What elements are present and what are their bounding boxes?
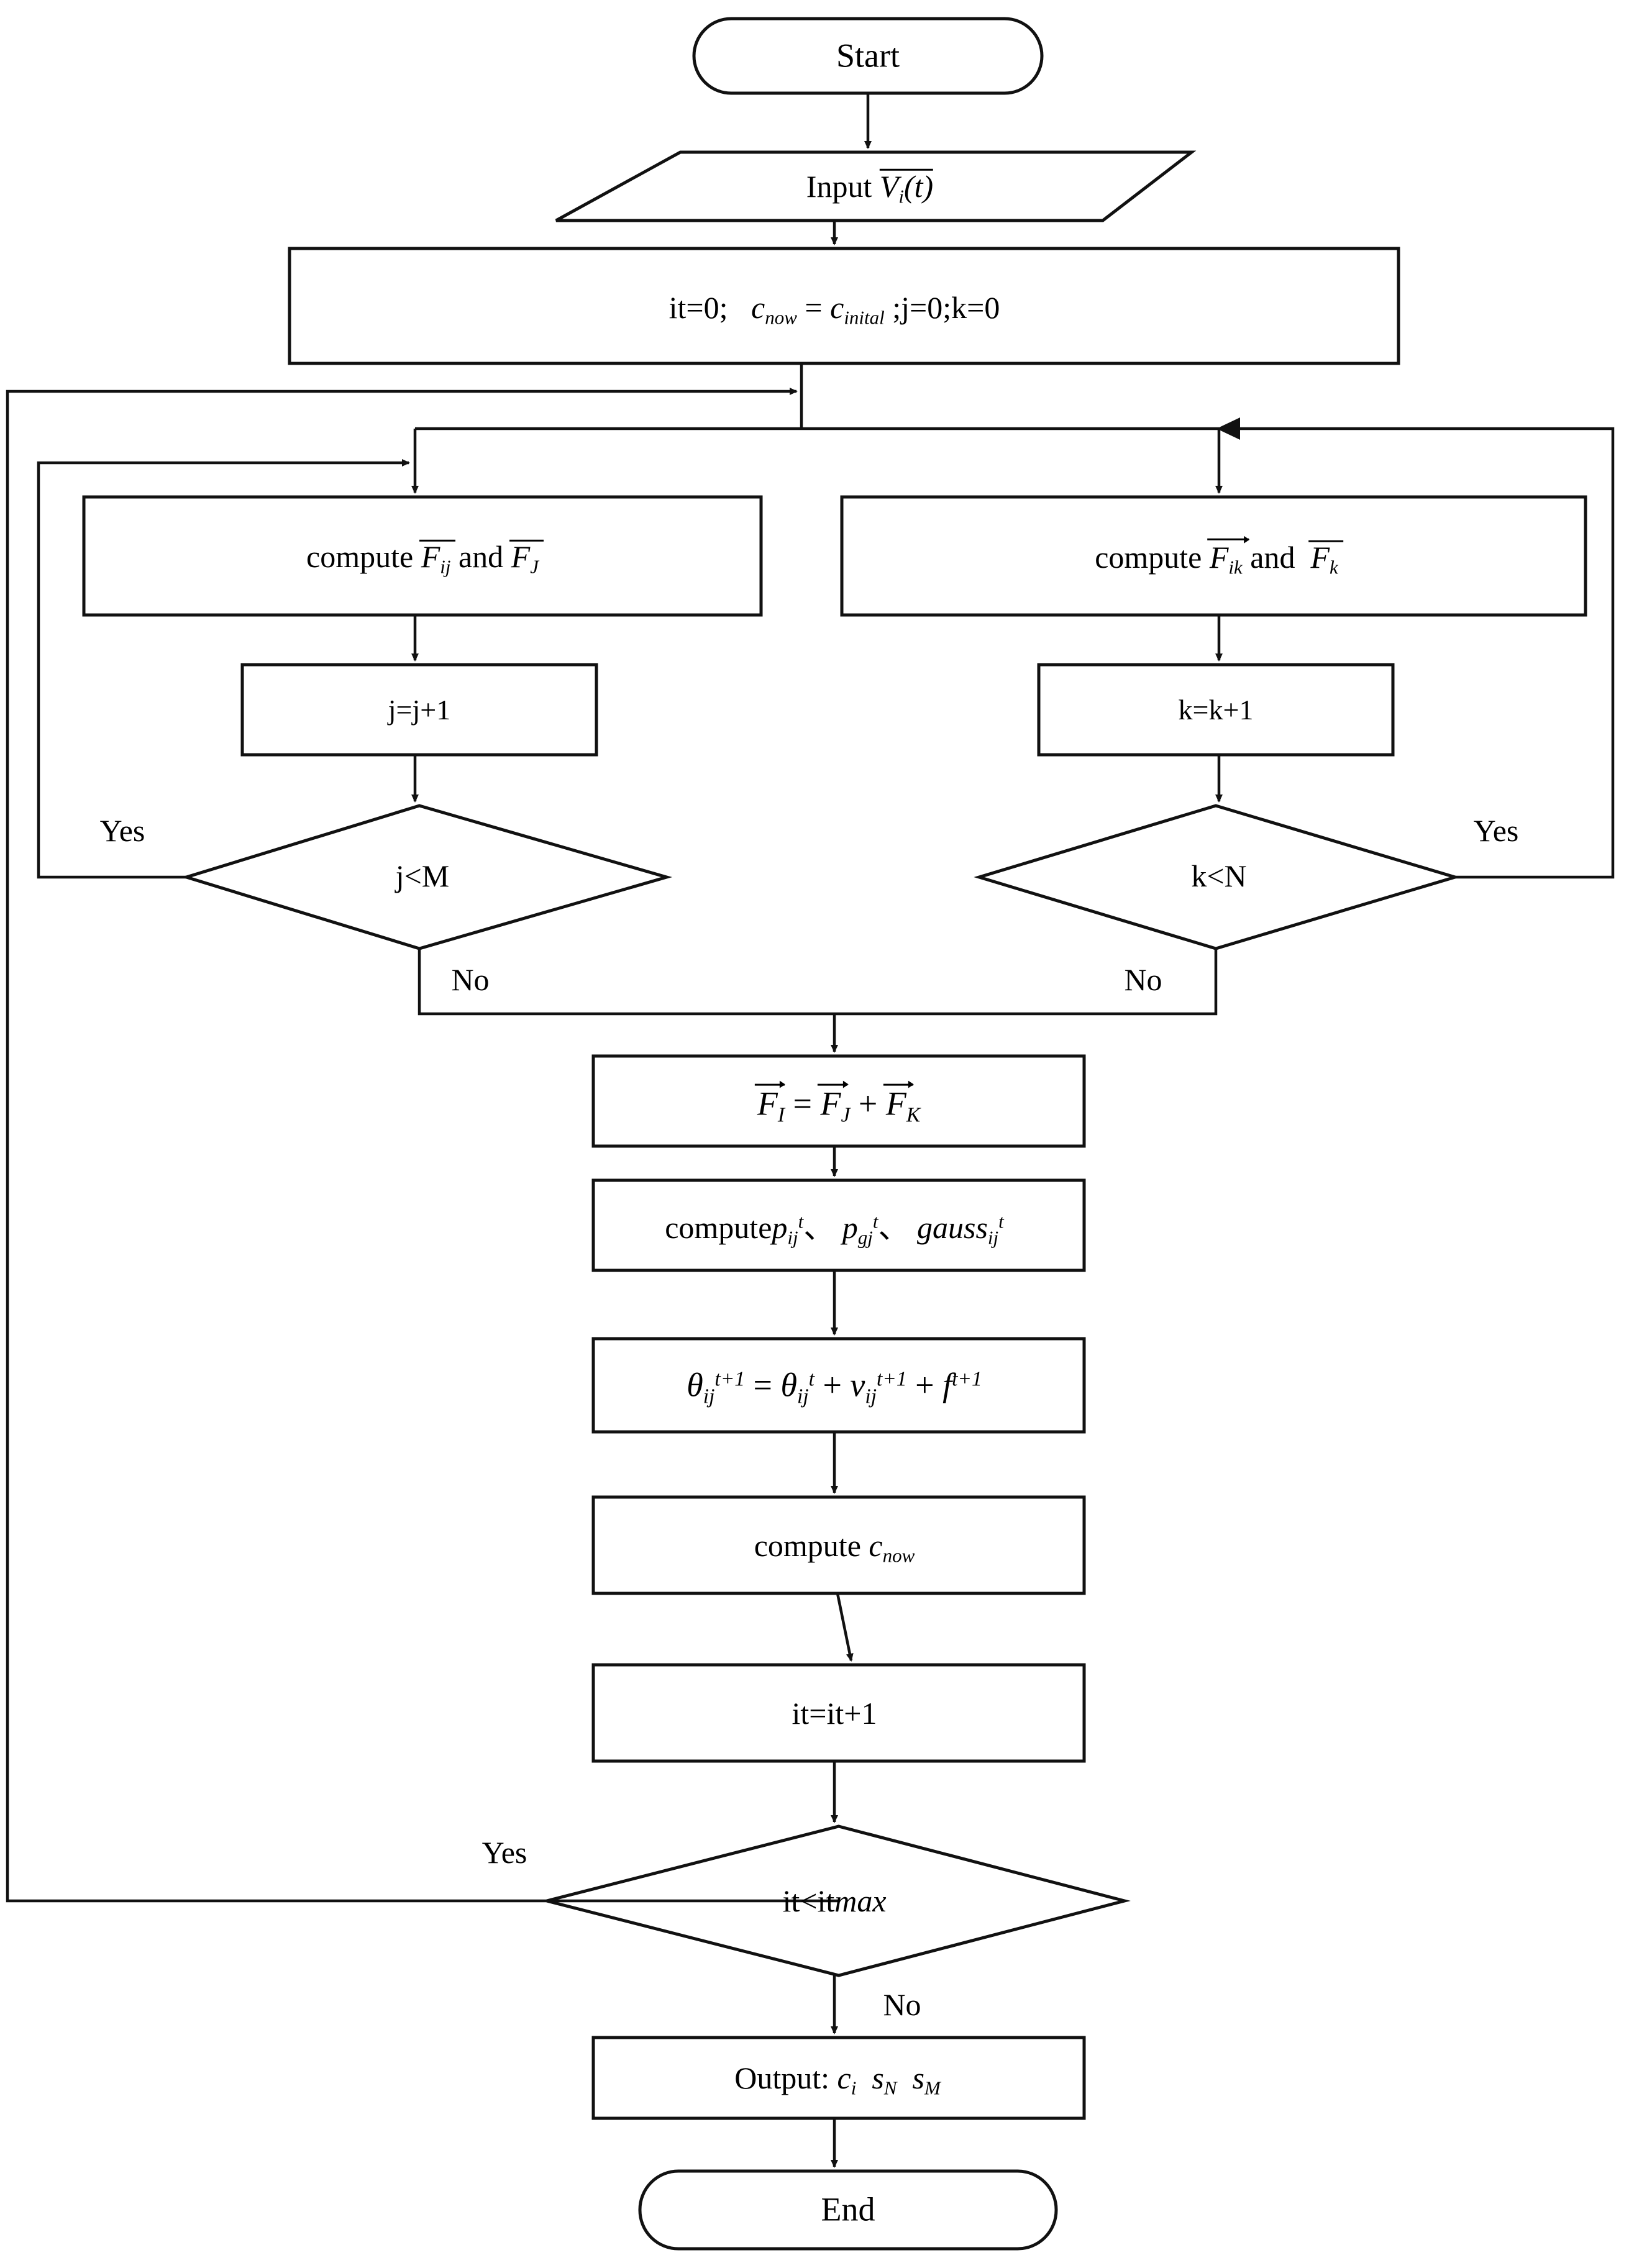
force-vector-ij: Fij — [419, 539, 456, 578]
force-vector-k: Fk — [1308, 539, 1344, 578]
node-decision-k-label: k<N — [1191, 858, 1247, 893]
output-ci: c — [837, 2060, 851, 2095]
edge-j-loop-return — [37, 459, 410, 879]
node-compute-left — [82, 495, 763, 617]
output-sn: s — [872, 2060, 884, 2095]
edge-outer-loop-return — [6, 388, 839, 1903]
output-sm: s — [912, 2060, 924, 2095]
prob-gauss: gauss — [917, 1209, 988, 1245]
edge-label-no-it: No — [883, 1987, 921, 2022]
theta-lhs: θ — [687, 1366, 703, 1404]
velocity-term: v — [850, 1366, 865, 1404]
node-compute-probabilities-label: computepijt、 pgjt、 gaussijt — [665, 1209, 1004, 1249]
node-force-sum-label: FI = FJ + FK — [754, 1081, 921, 1127]
edge-label-yes-k: Yes — [1473, 813, 1519, 848]
node-end — [638, 2169, 1058, 2251]
force-vector-K: F — [883, 1081, 914, 1123]
edge-label-no-k: No — [1124, 962, 1162, 997]
node-theta-update — [591, 1337, 1086, 1434]
node-increment-it — [591, 1663, 1086, 1763]
theta-rhs: θ — [780, 1366, 798, 1404]
node-decision-j-label: j<M — [395, 858, 450, 893]
input-vector: Vi(t) — [879, 168, 934, 207]
node-increment-it-label: it=it+1 — [792, 1695, 877, 1731]
force-vector-J2: F — [818, 1081, 849, 1123]
prob-pgj: p — [842, 1209, 858, 1245]
input-prefix: Input — [806, 168, 872, 204]
force-term: f — [942, 1366, 952, 1404]
node-compute-cnow — [591, 1495, 1086, 1595]
node-increment-k-label: k=k+1 — [1178, 693, 1254, 726]
node-init — [288, 247, 1400, 365]
edge-k-loop-arrowhead — [1216, 417, 1240, 440]
edge-label-no-j: No — [451, 962, 490, 997]
edge-decisionk-no — [834, 949, 1218, 1016]
force-vector-ik: Fik — [1207, 535, 1249, 578]
cnow-symbol: c — [869, 1528, 883, 1563]
force-vector-J: FJ — [509, 539, 544, 578]
node-input-label: Input Vi(t) — [806, 168, 934, 207]
node-increment-k — [1037, 663, 1395, 757]
edge-label-yes-j: Yes — [99, 813, 145, 848]
node-decision-it-label: it<itmax — [782, 1883, 887, 1918]
edge-decisionj-no — [418, 949, 834, 1016]
node-compute-right-label: compute Fik and Fk — [1095, 535, 1344, 578]
init-part1: it=0; — [668, 289, 728, 325]
node-output — [591, 2036, 1086, 2120]
node-force-sum — [591, 1054, 1086, 1148]
node-output-label: Output: ci sN sM — [734, 2060, 941, 2099]
init-part4: ;j=0;k=0 — [892, 289, 1000, 325]
prob-pij: p — [772, 1209, 788, 1245]
node-theta-update-label: θijt+1 = θijt + vijt+1 + ft+1 — [687, 1366, 982, 1408]
node-compute-cnow-label: compute cnow — [754, 1528, 915, 1567]
node-input — [555, 150, 1197, 222]
init-cnow: c — [751, 289, 765, 325]
edge-label-yes-it: Yes — [481, 1834, 527, 1870]
node-compute-probabilities — [591, 1178, 1086, 1272]
node-start-label: Start — [836, 37, 900, 75]
node-compute-right — [840, 495, 1587, 617]
node-init-label: it=0; cnow = cinital ;j=0;k=0 — [668, 289, 1000, 329]
force-vector-I: F — [754, 1081, 785, 1123]
init-cinital: c — [830, 289, 844, 325]
node-compute-left-label: compute Fij and FJ — [306, 539, 544, 578]
node-increment-j — [240, 663, 598, 757]
edge-k-loop-return — [1225, 427, 1615, 879]
node-increment-j-label: j=j+1 — [388, 693, 451, 726]
edge-computecnow-to-incit — [836, 1593, 854, 1662]
node-end-label: End — [821, 2190, 875, 2228]
